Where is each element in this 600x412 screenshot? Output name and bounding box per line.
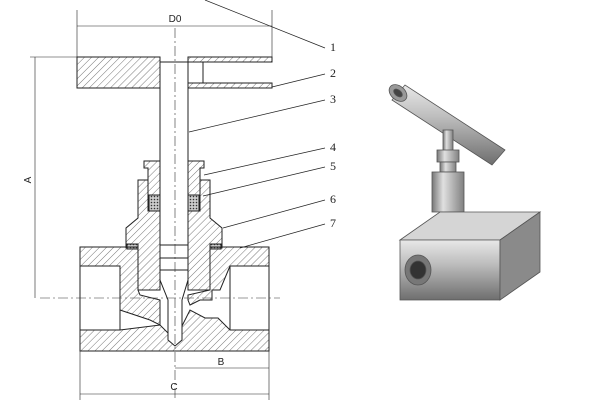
stem — [159, 61, 189, 246]
part-label-6: 6 — [330, 192, 336, 206]
dimension-lines — [30, 10, 273, 400]
leader-lines — [188, 0, 326, 249]
body-section — [79, 244, 270, 352]
bonnet-section — [125, 160, 223, 291]
part-label-1: 1 — [330, 40, 336, 54]
dimension-a: A — [23, 176, 34, 183]
part-label-2: 2 — [330, 66, 336, 80]
valve-photo — [388, 84, 542, 301]
part-label-4: 4 — [330, 140, 336, 154]
dimension-d0: D0 — [169, 14, 182, 25]
centerlines — [40, 28, 280, 400]
dimension-b: B — [218, 357, 225, 368]
part-label-7: 7 — [330, 216, 336, 230]
part-label-3: 3 — [330, 92, 336, 106]
dimension-c: C — [170, 382, 177, 393]
handle-section — [76, 56, 273, 89]
part-label-5: 5 — [330, 159, 336, 173]
